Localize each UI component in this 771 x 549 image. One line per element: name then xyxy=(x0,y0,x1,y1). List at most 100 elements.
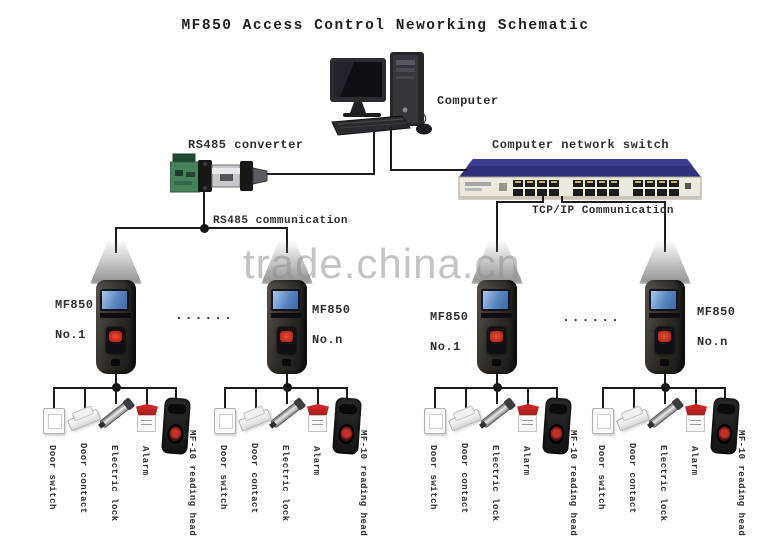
alarm-label: Alarm xyxy=(140,446,150,476)
cable-door-switch xyxy=(53,387,55,410)
tcpip-stub-right xyxy=(561,196,563,203)
cable-alarm xyxy=(695,387,697,406)
electric-lock-label: Electric lock xyxy=(109,445,119,522)
fingerprint-sensor xyxy=(655,327,674,354)
cable-reader xyxy=(724,387,726,400)
device1-number-label: No.1 xyxy=(55,328,86,342)
device-glow xyxy=(261,240,313,284)
electric-lock-icon xyxy=(96,398,136,429)
door-contact-label: Door contact xyxy=(78,443,88,514)
alarm-icon xyxy=(685,404,707,432)
device-keypad-band xyxy=(271,313,302,318)
ellipsis-left: ...... xyxy=(175,308,234,323)
rs485-bus xyxy=(115,227,288,229)
mf850-device-3 xyxy=(465,240,529,374)
cable-door-contact xyxy=(633,387,635,414)
device-button xyxy=(660,359,669,366)
device-glow xyxy=(90,240,142,284)
fingerprint-sensor xyxy=(487,327,506,354)
mf10-reader-label: MF-10 reading head xyxy=(568,430,578,537)
device-body xyxy=(267,280,307,374)
diagram-title: MF850 Access Control Neworking Schematic xyxy=(181,18,590,34)
wire-computer-to-switch xyxy=(390,169,468,171)
door-switch-label: Door switch xyxy=(428,445,438,510)
ellipsis-right: ...... xyxy=(562,310,621,325)
wire-computer-down-right xyxy=(390,127,392,171)
cable-alarm xyxy=(527,387,529,406)
device1-model-label: MF850 xyxy=(55,298,94,312)
electric-lock-icon xyxy=(477,398,517,429)
mf10-reader-label: MF-10 reading head xyxy=(736,430,746,537)
cable-alarm xyxy=(146,387,148,406)
door-switch-label: Door switch xyxy=(218,445,228,510)
device-screen xyxy=(649,289,678,311)
device2-number-label: No.n xyxy=(312,333,343,347)
device3-model-label: MF850 xyxy=(430,310,469,324)
electric-lock-icon xyxy=(267,398,307,429)
device-glow xyxy=(471,240,523,284)
wire-computer-to-converter xyxy=(267,173,375,175)
device3-number-label: No.1 xyxy=(430,340,461,354)
fingerprint-sensor xyxy=(277,327,296,354)
cable-door-contact xyxy=(84,387,86,414)
tcpip-branch-left xyxy=(496,201,544,203)
door-switch-icon xyxy=(424,408,446,434)
door-switch-icon xyxy=(214,408,236,434)
door-contact-label: Door contact xyxy=(627,443,637,514)
alarm-label: Alarm xyxy=(689,446,699,476)
peripheral-group-2: Door switch Door contact Electric lock A… xyxy=(207,372,377,549)
cable-electric-lock xyxy=(115,387,117,404)
door-contact-label: Door contact xyxy=(459,443,469,514)
electric-lock-label: Electric lock xyxy=(490,445,500,522)
rs485-converter-icon xyxy=(170,153,268,193)
fingerprint-sensor xyxy=(106,327,125,354)
door-contact-label: Door contact xyxy=(249,443,259,514)
device-button xyxy=(111,359,120,366)
cable-door-switch xyxy=(434,387,436,410)
door-switch-label: Door switch xyxy=(596,445,606,510)
mf10-reader-label: MF-10 reading head xyxy=(358,430,368,537)
device-screen xyxy=(481,289,510,311)
door-switch-icon xyxy=(592,408,614,434)
alarm-icon xyxy=(307,404,329,432)
cable-alarm xyxy=(317,387,319,406)
rs485-converter-label: RS485 converter xyxy=(188,138,304,152)
wire-computer-down-left xyxy=(373,130,375,175)
cable-door-contact xyxy=(465,387,467,414)
alarm-label: Alarm xyxy=(311,446,321,476)
tcpip-drop-device4 xyxy=(664,201,666,252)
device-button xyxy=(492,359,501,366)
device-body xyxy=(96,280,136,374)
cable-reader xyxy=(556,387,558,400)
device-glow xyxy=(639,240,691,284)
electric-lock-label: Electric lock xyxy=(280,445,290,522)
device-keypad-band xyxy=(649,313,680,318)
tcpip-branch-right xyxy=(561,201,666,203)
mf10-reader-label: MF-10 reading head xyxy=(187,430,197,537)
tcpip-stub-left xyxy=(542,196,544,203)
computer-label: Computer xyxy=(437,94,499,108)
cable-door-contact xyxy=(255,387,257,414)
device-screen xyxy=(271,289,300,311)
network-switch-icon xyxy=(458,159,702,200)
device-keypad-band xyxy=(100,313,131,318)
alarm-icon xyxy=(517,404,539,432)
device-drop-wire xyxy=(496,372,498,388)
mf850-device-1 xyxy=(84,240,148,374)
electric-lock-label: Electric lock xyxy=(658,445,668,522)
cable-electric-lock xyxy=(664,387,666,404)
tcpip-drop-device3 xyxy=(496,201,498,252)
device4-model-label: MF850 xyxy=(697,305,736,319)
device-keypad-band xyxy=(481,313,512,318)
device4-number-label: No.n xyxy=(697,335,728,349)
cable-door-switch xyxy=(224,387,226,410)
device-body xyxy=(477,280,517,374)
door-switch-icon xyxy=(43,408,65,434)
device-screen xyxy=(100,289,129,311)
cable-reader xyxy=(175,387,177,400)
tcpip-communication-label: TCP/IP Communication xyxy=(532,205,675,217)
mf850-device-2 xyxy=(255,240,319,374)
wire-converter-down xyxy=(203,190,205,229)
device-drop-wire xyxy=(115,372,117,388)
